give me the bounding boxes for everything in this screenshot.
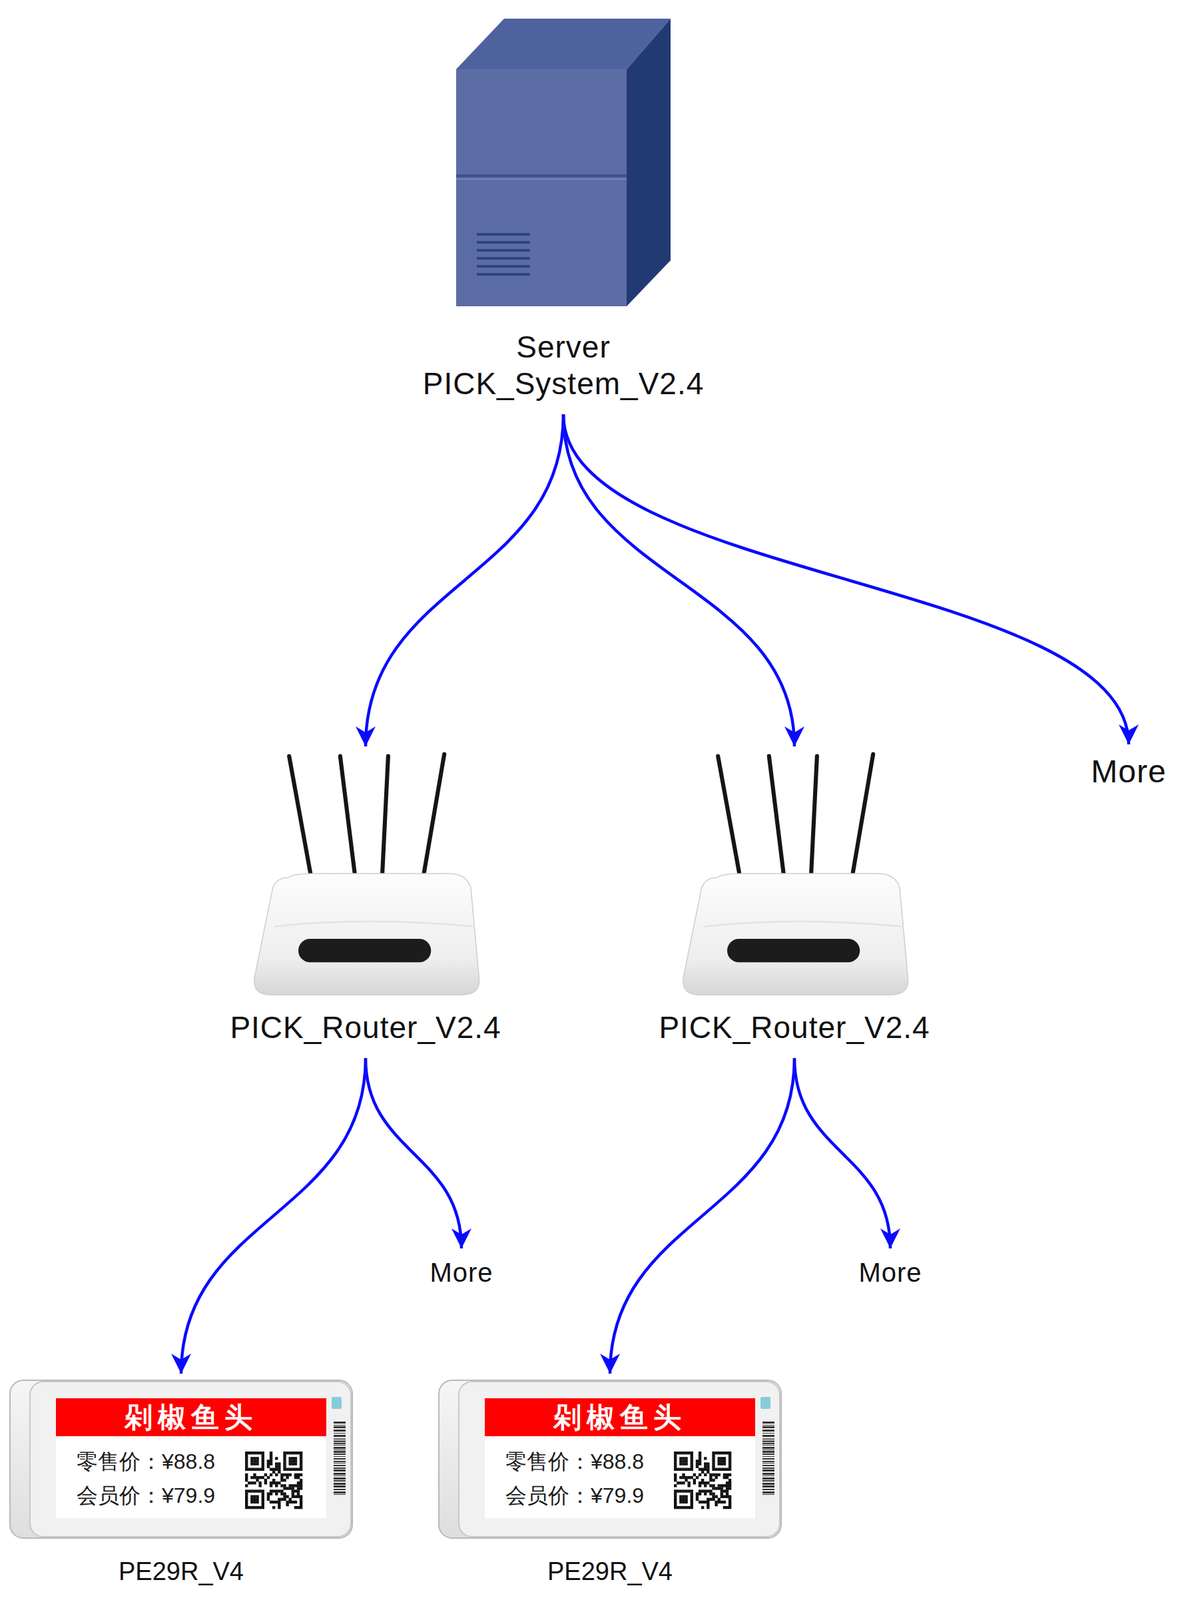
model-label: PE29R_V4 xyxy=(438,1556,782,1588)
model-label: PE29R_V4 xyxy=(9,1556,353,1588)
connector-arrow xyxy=(794,1058,891,1249)
node-label: More xyxy=(429,1256,493,1289)
node-label: PICK_Router_V2.4 xyxy=(229,1009,501,1047)
more-node: More xyxy=(1086,751,1171,793)
connector-arrow xyxy=(181,1058,366,1374)
router-icon xyxy=(254,754,480,996)
router-node: PICK_Router_V2.4 xyxy=(221,753,510,1047)
connector-arrow xyxy=(563,414,1129,745)
server-icon xyxy=(456,18,671,307)
product-name: 剁椒鱼头 xyxy=(55,1398,327,1437)
node-label: PICK_Router_V2.4 xyxy=(658,1009,930,1047)
member-price: 会员价：¥79.9 xyxy=(505,1482,644,1509)
node-label: More xyxy=(1090,752,1167,792)
retail-price: 零售价：¥88.8 xyxy=(505,1449,644,1475)
node-label: More xyxy=(858,1256,922,1289)
product-name: 剁椒鱼头 xyxy=(484,1398,756,1437)
connector-arrow xyxy=(365,414,564,747)
router-icon xyxy=(683,754,909,996)
router-node: PICK_Router_V2.4 xyxy=(650,753,939,1047)
price-tag-icon xyxy=(438,1380,782,1539)
more-node: More xyxy=(425,1255,497,1290)
connector-arrow xyxy=(365,1058,462,1249)
node-label: Server xyxy=(516,328,610,366)
member-price: 会员价：¥79.9 xyxy=(76,1482,216,1509)
server-node: ServerPICK_System_V2.4 xyxy=(414,18,713,403)
retail-price: 零售价：¥88.8 xyxy=(76,1449,216,1475)
more-node: More xyxy=(854,1255,926,1290)
node-label: PICK_System_V2.4 xyxy=(422,365,705,403)
price-tag-icon xyxy=(9,1380,353,1539)
connector-arrow xyxy=(563,414,795,747)
price-tag-node: 剁椒鱼头零售价：¥88.8 会员价：¥79.9PE29R_V4 xyxy=(438,1380,782,1587)
connector-arrow xyxy=(609,1058,795,1374)
price-tag-node: 剁椒鱼头零售价：¥88.8 会员价：¥79.9PE29R_V4 xyxy=(9,1380,353,1587)
